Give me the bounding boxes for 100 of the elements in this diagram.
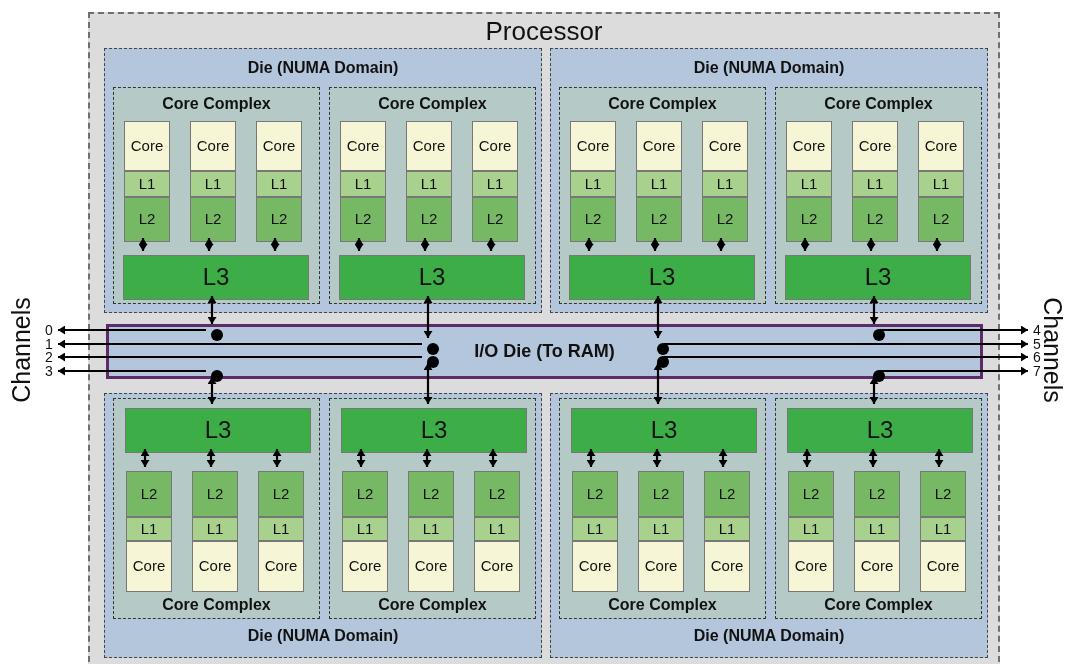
arrow [58, 339, 422, 349]
cache-label: L2 [652, 485, 670, 503]
cache-label: L1 [800, 175, 818, 193]
cache-label: L1 [934, 520, 952, 538]
l1-cache-box [258, 517, 304, 541]
l1-cache-box [852, 171, 898, 197]
l1-cache-box [572, 517, 618, 541]
arrow [869, 296, 879, 324]
core-box [258, 541, 304, 592]
l3-cache-box [341, 408, 527, 453]
l2-cache-box [854, 471, 900, 517]
cache-label: L2 [140, 485, 158, 503]
core-complex-panel [775, 87, 982, 304]
arrow [58, 366, 206, 376]
processor-title: Processor [485, 17, 603, 47]
core-complex-heading: Core Complex [378, 595, 487, 614]
core-label: Core [196, 137, 230, 155]
core-complex-heading: Core Complex [162, 595, 271, 614]
cache-label: L3 [648, 264, 676, 291]
core-box [190, 121, 236, 171]
arrow [420, 238, 430, 251]
l1-cache-box [636, 171, 682, 197]
core-label: Core [642, 137, 676, 155]
io-die-box [106, 324, 983, 379]
arrow [206, 449, 216, 467]
cache-label: L1 [422, 520, 440, 538]
cache-label: L1 [716, 175, 734, 193]
cache-label: L2 [270, 211, 288, 228]
l1-cache-box [406, 171, 452, 197]
die-heading: Die (NUMA Domain) [693, 626, 845, 645]
core-label: Core [794, 558, 828, 575]
arrow [866, 238, 876, 251]
l1-cache-box [256, 171, 302, 197]
l2-cache-box [570, 197, 616, 242]
arrow [423, 296, 433, 338]
junction-dot [427, 343, 439, 355]
l2-cache-box [572, 471, 618, 517]
cache-label: L1 [652, 520, 670, 538]
l2-cache-box [474, 471, 520, 517]
l3-cache-box [787, 408, 973, 453]
cache-label: L2 [866, 211, 884, 228]
cache-label: L3 [202, 264, 230, 291]
l1-cache-box [472, 171, 518, 197]
l1-cache-box [570, 171, 616, 197]
cache-label: L2 [650, 211, 668, 228]
l1-cache-box [474, 517, 520, 541]
arrow [650, 238, 660, 251]
cache-label: L3 [418, 264, 446, 291]
core-label: Core [130, 137, 164, 155]
arrow [800, 238, 810, 251]
cache-label: L1 [270, 175, 288, 193]
cache-label: L2 [356, 485, 374, 503]
cache-label: L2 [932, 211, 950, 228]
arrow [58, 325, 206, 335]
core-complex-heading: Core Complex [824, 95, 933, 114]
l1-cache-box [124, 171, 170, 197]
core-complex-panel [329, 87, 536, 304]
core-label: Core [132, 558, 166, 575]
arrow [488, 449, 498, 467]
l1-cache-box [340, 171, 386, 197]
l3-cache-box [569, 255, 755, 300]
arrow [140, 449, 150, 467]
l2-cache-box [190, 197, 236, 242]
l1-cache-box [342, 517, 388, 541]
cache-label: L2 [420, 211, 438, 228]
core-complex-panel [559, 398, 766, 619]
junction-dot [211, 370, 223, 382]
core-complex-heading: Core Complex [824, 595, 933, 614]
l2-cache-box [256, 197, 302, 242]
l2-cache-box [920, 471, 966, 517]
l2-cache-box [852, 197, 898, 242]
arrow [270, 238, 280, 251]
cache-label: L2 [868, 485, 886, 503]
arrow [652, 449, 662, 467]
core-box [786, 121, 832, 171]
l1-cache-box [702, 171, 748, 197]
core-label: Core [478, 137, 512, 155]
cache-label: L3 [864, 264, 892, 291]
cache-label: L1 [138, 175, 156, 193]
l2-cache-box [472, 197, 518, 242]
cache-label: L2 [206, 485, 224, 503]
arrow [934, 449, 944, 467]
cache-label: L1 [420, 175, 438, 193]
cache-label: L2 [802, 485, 820, 503]
cache-label: L2 [422, 485, 440, 503]
arrow [932, 238, 942, 251]
cache-label: L3 [204, 417, 232, 444]
arrow [422, 449, 432, 467]
l2-cache-box [342, 471, 388, 517]
core-box [702, 121, 748, 171]
junction-dot [427, 356, 439, 368]
cache-label: L2 [272, 485, 290, 503]
arrow [586, 449, 596, 467]
cache-label: L3 [420, 417, 448, 444]
core-label: Core [792, 137, 826, 155]
cache-label: L2 [584, 211, 602, 228]
arrow [869, 377, 879, 404]
cache-label: L1 [802, 520, 820, 538]
arrow [664, 339, 1028, 349]
cache-label: L2 [716, 211, 734, 228]
